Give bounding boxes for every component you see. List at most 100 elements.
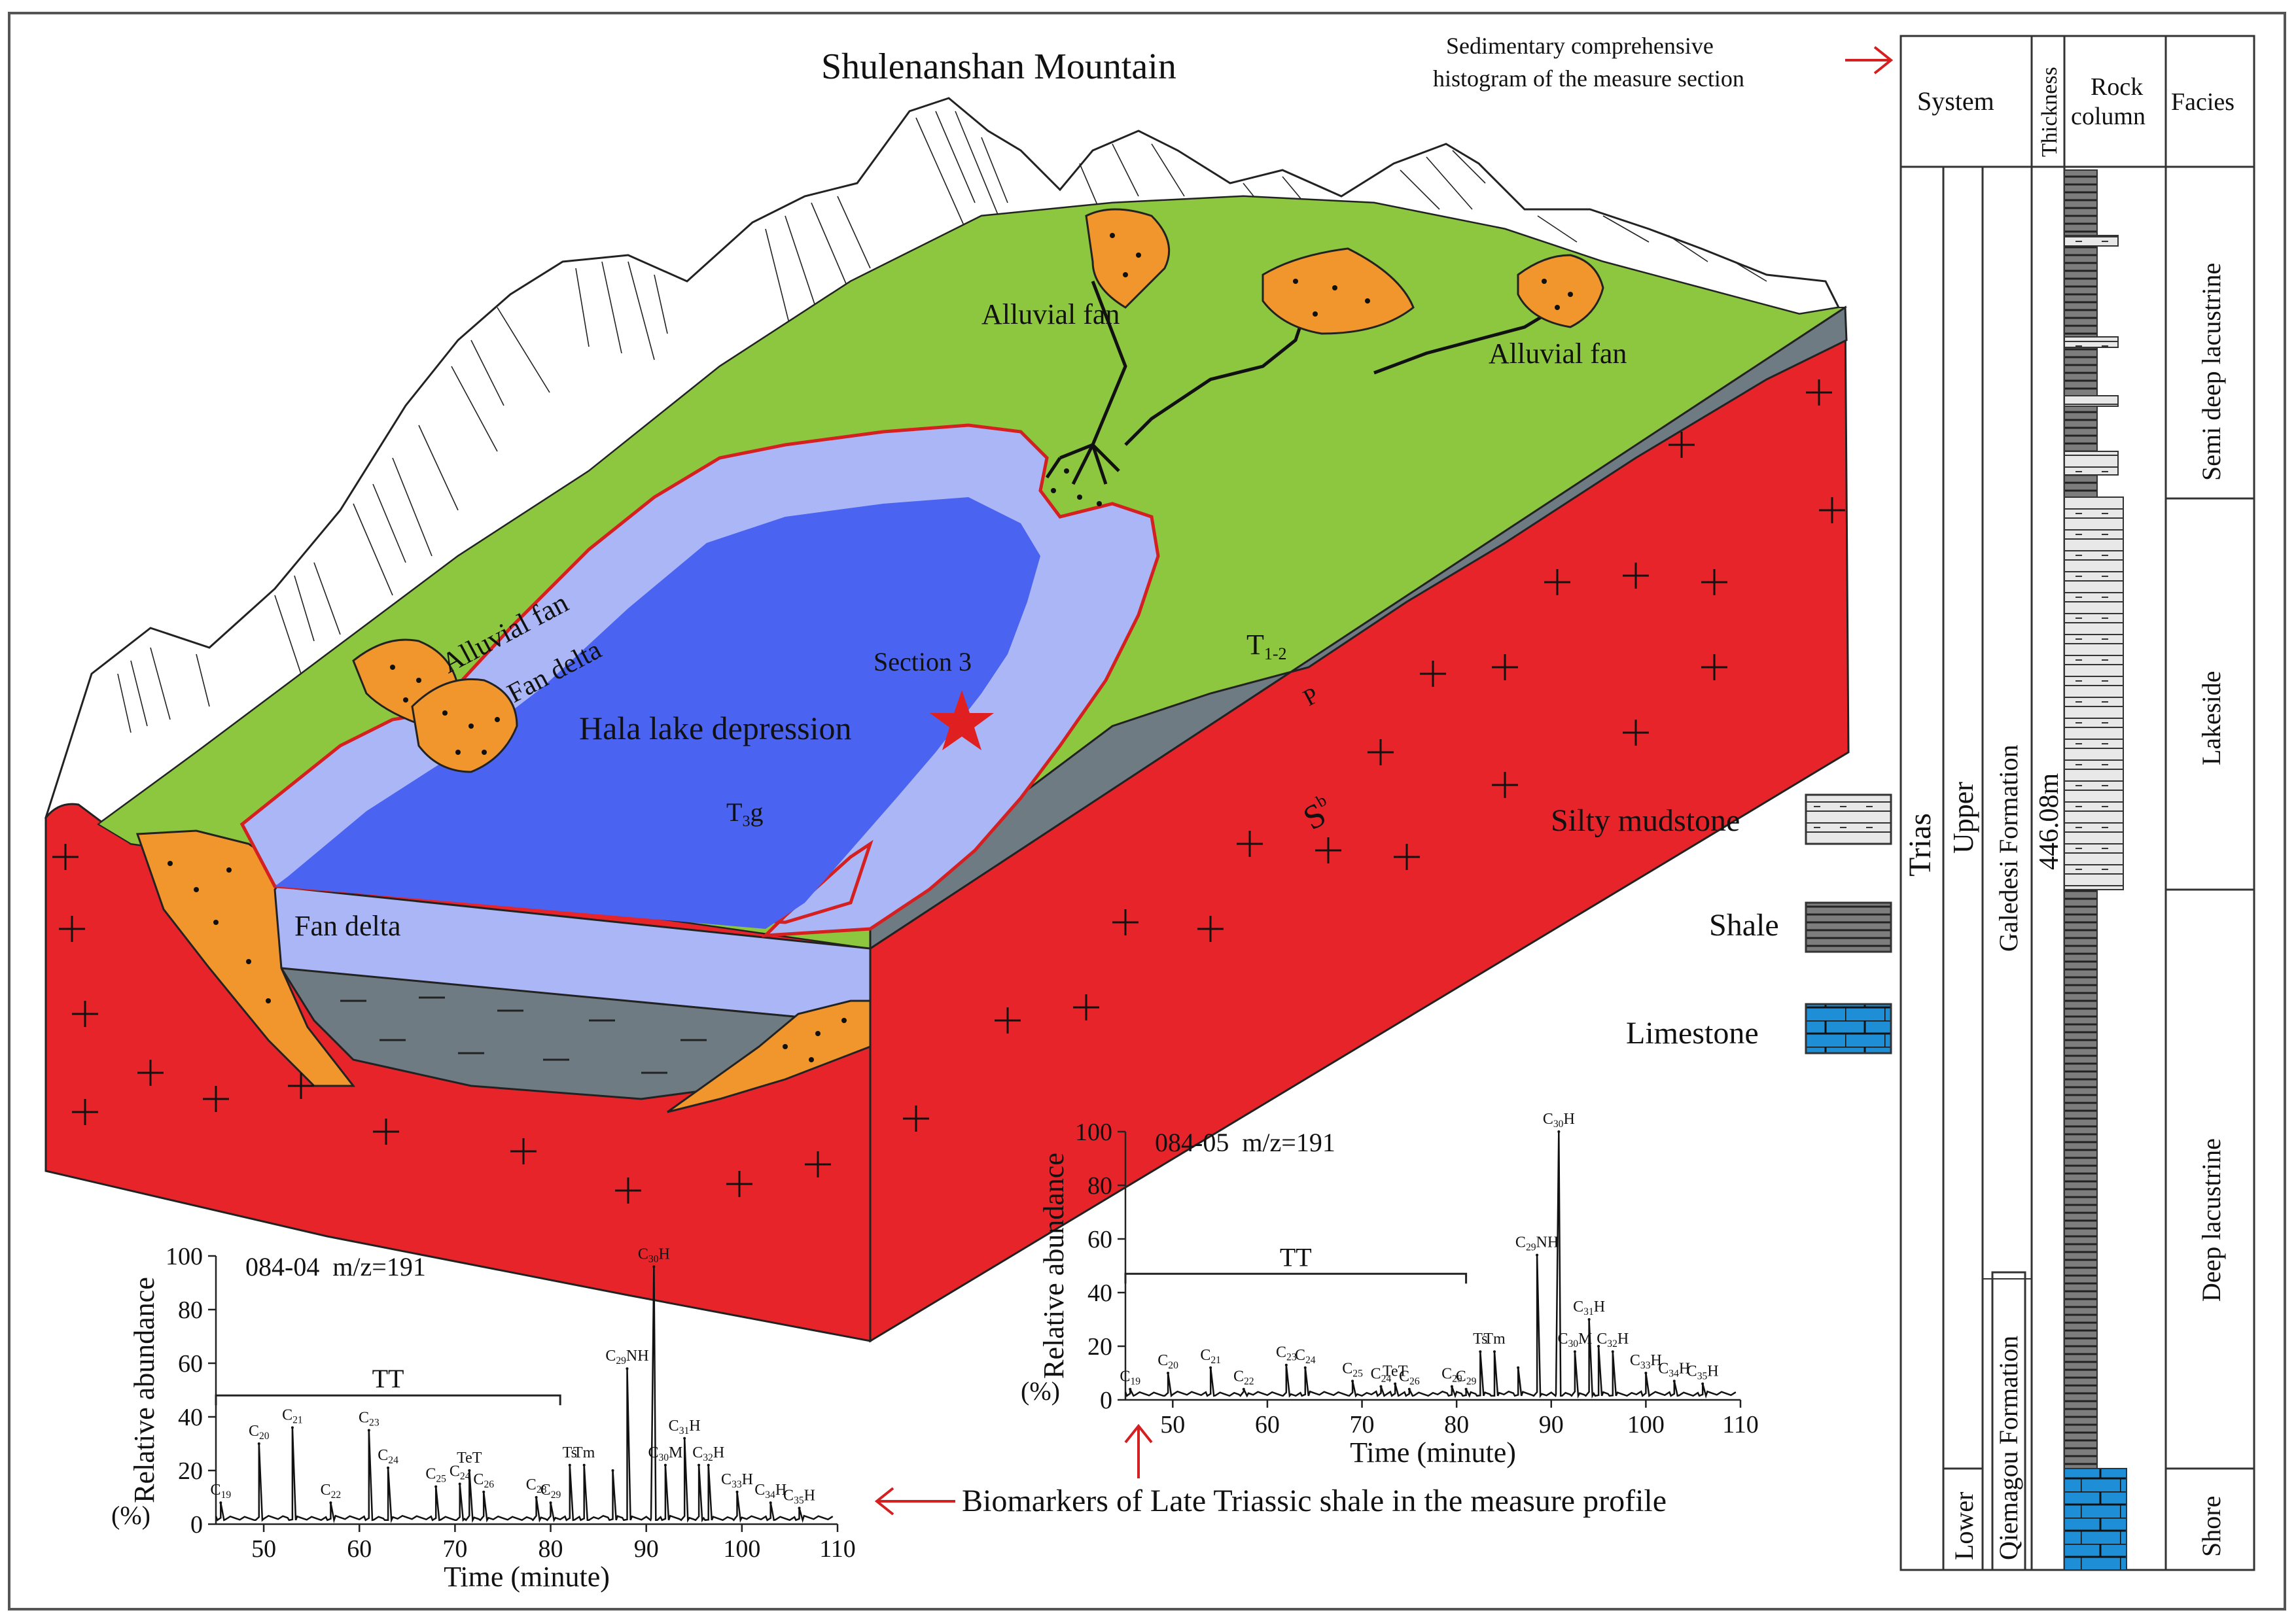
x-tick-label: 110 <box>1722 1411 1759 1438</box>
alluvial-fan-top-3 <box>1517 254 1604 328</box>
peak-point <box>1587 1318 1591 1321</box>
peak-point <box>1557 1130 1561 1133</box>
rock-column-limestone <box>2064 1468 2127 1571</box>
x-tick-label: 80 <box>539 1535 563 1563</box>
y-tick-label: 60 <box>1087 1226 1112 1253</box>
peak-point <box>1167 1372 1170 1374</box>
peak-point <box>568 1463 571 1467</box>
depression-label: Hala lake depression <box>579 710 852 746</box>
legend-shale-label: Shale <box>1709 908 1779 943</box>
x-tick-label: 90 <box>1539 1411 1564 1438</box>
y-axis-unit: (%) <box>1021 1376 1060 1406</box>
x-tick-label: 70 <box>442 1535 467 1563</box>
peak-label: C29NH <box>605 1348 648 1367</box>
fan-delta-left-wedge <box>135 829 356 1087</box>
peak-label: C34H <box>1658 1360 1690 1379</box>
y-tick-label: 100 <box>1075 1119 1112 1146</box>
peak-label: C21 <box>1200 1347 1221 1366</box>
tt-bracket-label: TT <box>372 1364 404 1393</box>
fan-dots <box>168 233 1573 1062</box>
peak-point <box>257 1442 260 1445</box>
header-thickness: Thickness <box>2038 67 2062 157</box>
y-axis-label: Relative abundance <box>128 1277 160 1503</box>
y-tick-label: 40 <box>1087 1280 1112 1307</box>
peak-label: Tm <box>1483 1331 1506 1348</box>
x-axis-label: Time (minute) <box>1350 1436 1516 1469</box>
peak-point <box>482 1490 486 1493</box>
peak-label: C19 <box>211 1482 232 1501</box>
peak-label: C22 <box>1233 1368 1254 1387</box>
x-tick-label: 110 <box>819 1535 856 1563</box>
system-upper: Upper <box>1947 782 1979 854</box>
caption-arrow-icon <box>1845 46 1894 75</box>
peak-point <box>1303 1366 1307 1369</box>
peak-point <box>1573 1350 1576 1353</box>
peak-label: Ts <box>1473 1331 1487 1348</box>
peak-label: C29 <box>1441 1366 1462 1385</box>
peak-point <box>1493 1350 1496 1353</box>
peak-label: C30M <box>1557 1331 1592 1349</box>
chart-title: 084-05 m/z=191 <box>1155 1128 1335 1157</box>
peak-point <box>291 1426 294 1429</box>
deep-lake-zone <box>275 497 1040 929</box>
caption-up-arrow-icon <box>1124 1423 1153 1478</box>
peak-point <box>1450 1385 1453 1388</box>
peak-point <box>1209 1366 1212 1369</box>
legend-limestone-swatch <box>1805 1003 1892 1054</box>
peak-label: C26 <box>1399 1368 1420 1387</box>
facies-deep: Deep lacustrine <box>2197 1138 2226 1302</box>
peak-label: C34H <box>754 1482 786 1501</box>
legend-shale-swatch <box>1805 901 1892 953</box>
peak-label: C35H <box>783 1487 815 1506</box>
alluvial-fan-left-2 <box>411 678 518 773</box>
section-3-label: Section 3 <box>874 647 972 676</box>
alluvial-fan-top-1 <box>1085 208 1171 309</box>
peak-point <box>1284 1363 1288 1367</box>
peak-label: C23 <box>359 1410 380 1429</box>
x-tick-label: 100 <box>1627 1411 1665 1438</box>
alluvial-fan-label-2: Alluvial fan <box>1489 338 1627 370</box>
peak-point <box>707 1463 710 1467</box>
peak-point <box>1351 1380 1354 1383</box>
header-rock-line2: column <box>2071 103 2146 130</box>
peak-point <box>1394 1382 1397 1385</box>
x-tick-label: 90 <box>634 1535 659 1563</box>
column-caption-line1: Sedimentary comprehensive <box>1446 33 1714 59</box>
t3g-label: T3g <box>726 797 763 830</box>
peak-point <box>458 1482 461 1486</box>
tt-bracket <box>215 1394 561 1406</box>
header-rock-line1: Rock <box>2091 73 2143 101</box>
peak-point <box>1644 1372 1648 1374</box>
alluvial-fan-top-2 <box>1262 247 1415 335</box>
fan-delta-right-wedge <box>667 1000 872 1113</box>
x-tick-label: 80 <box>1444 1411 1469 1438</box>
peak-label: C20 <box>249 1423 270 1442</box>
biomarker-caption: Biomarkers of Late Triassic shale in the… <box>962 1484 1667 1518</box>
peak-label: C30H <box>638 1245 670 1264</box>
legend-silty-label: Silty mudstone <box>1551 803 1740 838</box>
shale-lens-dashes <box>340 996 707 1074</box>
outer-frame <box>8 12 2286 1610</box>
peak-label: C19 <box>1120 1368 1140 1387</box>
peak-label: C35H <box>1687 1363 1719 1382</box>
thickness-value: 446.08m <box>2034 773 2064 871</box>
qiemagou-formation-box <box>1991 1271 2026 1571</box>
peak-label: C31H <box>669 1418 701 1436</box>
channel-dots <box>1051 468 1102 506</box>
x-tick-label: 70 <box>1350 1411 1375 1438</box>
block-diagram: Shulenanshan Mountain Alluvial fan Alluv… <box>44 46 1850 1343</box>
peak-point <box>582 1463 586 1467</box>
peak-point <box>683 1436 686 1440</box>
peak-point <box>329 1501 332 1505</box>
peak-label: Ts <box>563 1444 577 1461</box>
system-lower: Lower <box>1949 1492 1979 1560</box>
peak-point <box>1242 1387 1245 1391</box>
peak-point <box>663 1463 667 1467</box>
y-tick-label: 100 <box>166 1243 203 1270</box>
y-tick-label: 80 <box>178 1297 203 1324</box>
chromatogram-trace <box>1124 1131 1737 1399</box>
peak-label: C20 <box>1157 1352 1178 1371</box>
fan-delta-label-2: Fan delta <box>294 910 401 942</box>
peak-label: C24 <box>1371 1366 1392 1385</box>
